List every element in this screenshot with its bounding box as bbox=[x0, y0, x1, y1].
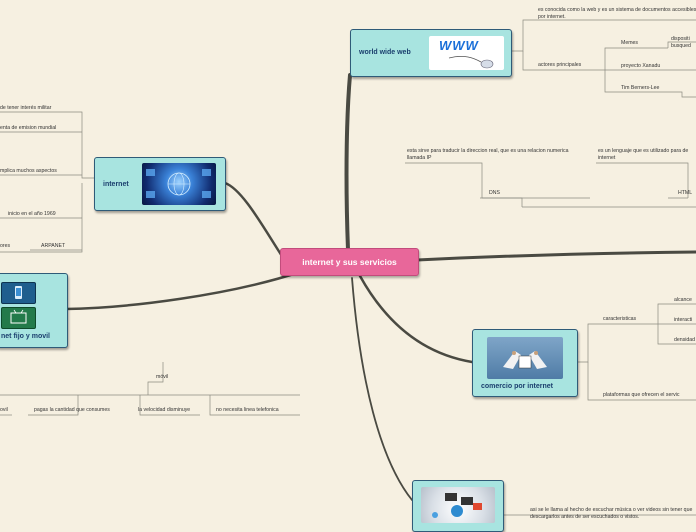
comercio-node[interactable]: comercio por internet bbox=[472, 329, 578, 397]
fijo-movil-title: net fijo y movil bbox=[1, 333, 51, 340]
phone-image bbox=[1, 282, 36, 304]
comercio-car-alcance: alcance bbox=[674, 297, 692, 303]
internet-globe-image bbox=[142, 163, 216, 205]
comercio-car-label: caracteristicas bbox=[603, 316, 637, 322]
comercio-plataformas: plataformas que ofrecen el servic bbox=[603, 392, 680, 398]
streaming-image bbox=[421, 487, 495, 523]
phone-icon bbox=[15, 286, 22, 299]
internet-fact-4: inicio en el año 1969 bbox=[8, 211, 56, 217]
internet-fact-5: ores bbox=[0, 243, 11, 249]
globe-icon bbox=[146, 169, 211, 198]
internet-fact-3: mplica muchos aspectos bbox=[0, 168, 57, 174]
streaming-node[interactable] bbox=[412, 480, 504, 532]
movil-item-3: no necesita linea telefonica bbox=[216, 407, 279, 413]
www-logo: WWW bbox=[429, 36, 504, 70]
fijo-movil-node[interactable]: net fijo y movil bbox=[0, 273, 68, 348]
www-actor-memes: Memes bbox=[621, 40, 639, 46]
www-logo-text: WWW bbox=[439, 38, 479, 53]
www-actores-label: actores principales bbox=[538, 62, 582, 68]
www-node[interactable]: world wide web WWW bbox=[350, 29, 512, 77]
html-description: es un lenguaje que es utilizado para de … bbox=[598, 148, 689, 161]
tv-icon bbox=[10, 309, 27, 324]
www-definition: es conocida como la web y es un sistema … bbox=[538, 7, 696, 20]
streaming-description: asi se le llama al hecho de escuchar mús… bbox=[530, 507, 693, 520]
media-icon bbox=[432, 493, 482, 518]
movil-item-2: la velocidad disminuye bbox=[138, 407, 191, 413]
handshake-icon bbox=[503, 351, 547, 369]
dns-label: DNS bbox=[489, 190, 500, 196]
internet-node[interactable]: internet bbox=[94, 157, 226, 211]
comercio-car-interacti: interacti bbox=[674, 317, 693, 323]
comercio-image bbox=[487, 337, 563, 379]
html-label: HTML bbox=[678, 190, 693, 196]
tv-image bbox=[1, 307, 36, 329]
internet-fact-2: enta de emision mundial bbox=[0, 125, 57, 131]
www-memes-detail: dispositi busqued bbox=[671, 36, 691, 49]
mouse-icon bbox=[448, 55, 494, 69]
www-title: world wide web bbox=[359, 49, 411, 56]
movil-label: móvil bbox=[156, 374, 169, 380]
fijo-left-cut: ovil bbox=[0, 407, 8, 413]
central-node[interactable]: internet y sus servicios bbox=[280, 248, 419, 276]
comercio-title: comercio por internet bbox=[481, 383, 553, 390]
www-actor-xanadu: proyecto Xanadu bbox=[621, 63, 661, 69]
movil-item-1: pagas la cantidad que consumes bbox=[34, 407, 110, 413]
www-actor-tim: Tim Berners-Lee bbox=[621, 85, 660, 91]
internet-title: internet bbox=[103, 181, 129, 188]
internet-fact-1: de tener interés militar bbox=[0, 105, 52, 111]
comercio-car-densidad: densidad bbox=[674, 337, 696, 343]
dns-description: esta sirve para traducir la direccion re… bbox=[407, 148, 569, 161]
connector-lines bbox=[0, 19, 696, 516]
internet-fact-6: ARPANET bbox=[41, 243, 66, 249]
